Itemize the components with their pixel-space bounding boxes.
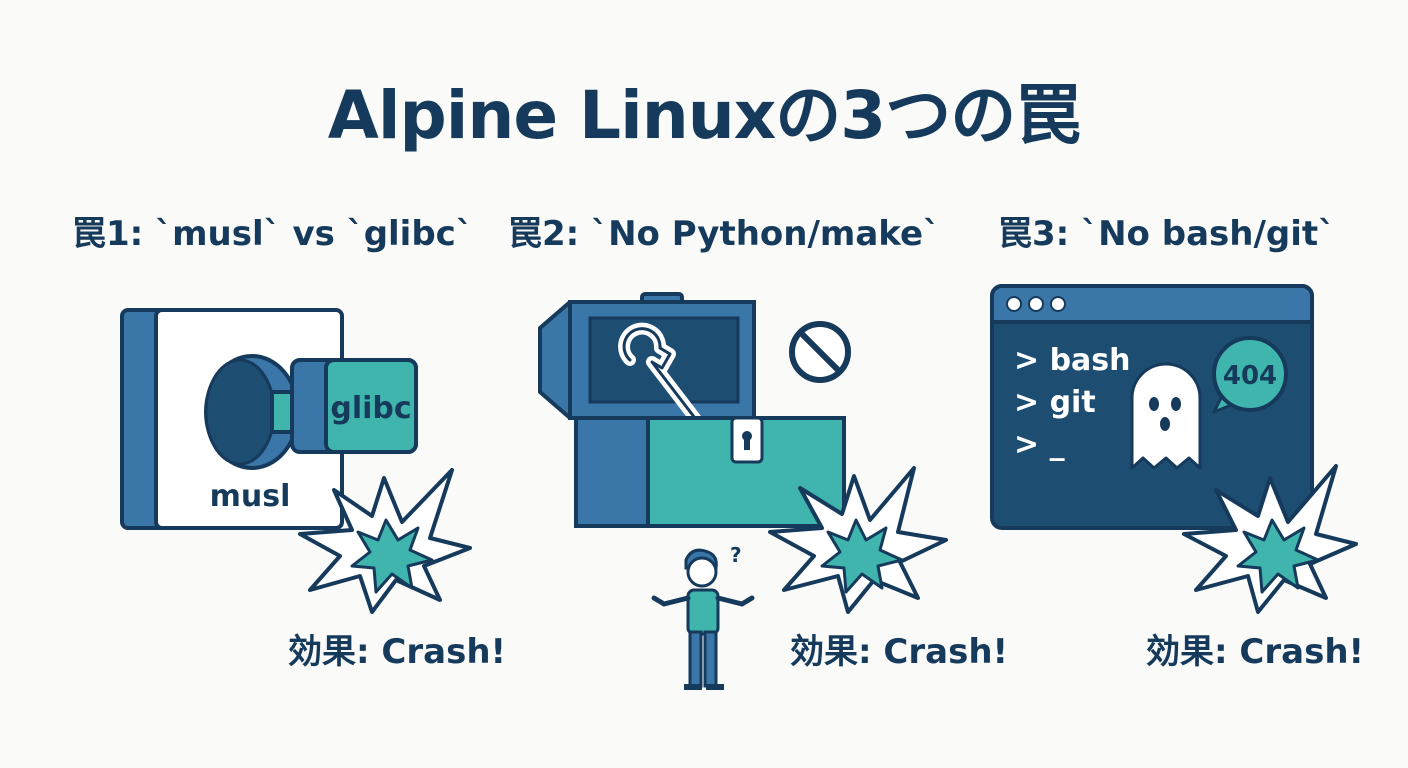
wrench-icon — [618, 322, 704, 428]
crash-burst-icon — [1182, 464, 1358, 614]
crash-burst-icon — [298, 468, 472, 614]
musl-box-label: musl — [210, 479, 291, 514]
glibc-plug-label: glibc — [330, 391, 411, 426]
terminal-line-cursor: > _ — [1014, 427, 1065, 462]
speech-bubble-icon — [1212, 336, 1288, 414]
trap-1-illustration: glibc musl — [120, 308, 472, 614]
confused-person-icon: ? — [651, 543, 755, 690]
error-404-label: 404 — [1223, 361, 1277, 391]
trap-1-effect: 効果: Crash! — [288, 632, 507, 672]
crash-burst-icon — [768, 466, 948, 614]
prohibited-icon — [789, 321, 851, 383]
trap-1-heading: 罠1: `musl` vs `glibc` — [72, 214, 473, 254]
ghost-icon — [1130, 362, 1202, 470]
terminal-line-git: > git — [1014, 385, 1096, 420]
trap-2-effect: 効果: Crash! — [790, 632, 1009, 672]
terminal-line-bash: > bash — [1014, 343, 1131, 378]
trap-3-illustration: > bash > git > _ 404 — [990, 284, 1358, 614]
svg-text:?: ? — [730, 543, 742, 567]
trap-3-effect: 効果: Crash! — [1146, 632, 1365, 672]
trap-3-heading: 罠3: `No bash/git` — [998, 214, 1336, 254]
page-title: Alpine Linuxの3つの罠 — [327, 77, 1081, 154]
trap-2-heading: 罠2: `No Python/make` — [508, 214, 941, 254]
trap-2-illustration: ? — [538, 292, 948, 690]
